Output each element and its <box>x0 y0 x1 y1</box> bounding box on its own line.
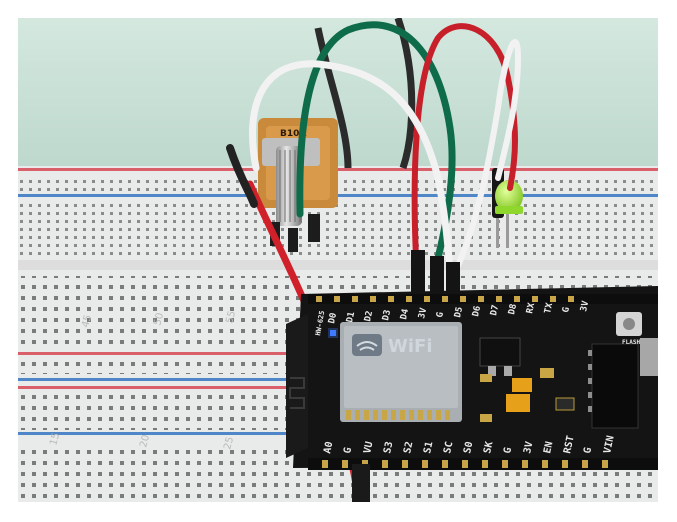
breadboard-number: 55 <box>224 310 238 325</box>
power-led <box>330 330 336 336</box>
led <box>492 168 523 248</box>
pin-label: A0 <box>322 441 335 455</box>
breadboard-number: 25 <box>222 436 236 451</box>
pin-label: SC <box>442 441 455 455</box>
breadboard-number: 45 <box>80 314 94 329</box>
pin-label: S0 <box>462 441 475 455</box>
wifi-logo-icon <box>352 334 382 356</box>
pin-label: D5 <box>453 306 465 319</box>
pin-label: G <box>342 446 354 454</box>
pin-label: S1 <box>422 441 435 455</box>
pin-label: TX <box>543 301 555 314</box>
pin-label: RST <box>562 435 577 455</box>
esp-module: WiFi <box>340 322 462 422</box>
pin-label: G <box>435 311 446 318</box>
pin-label: D8 <box>507 303 519 316</box>
pin-label: D4 <box>399 307 411 320</box>
pin-label: 3V <box>417 306 429 319</box>
pin-label: D1 <box>345 311 357 324</box>
pin-label: EN <box>542 441 555 455</box>
module-logo: WiFi <box>388 336 433 357</box>
usb-port <box>640 338 658 376</box>
flash-label: FLASH <box>622 339 640 346</box>
pin-label: VU <box>362 441 375 455</box>
pin-label: S3 <box>382 441 395 455</box>
pin-label: G <box>582 446 594 454</box>
pin-label: D3 <box>381 309 393 322</box>
pin-label: G <box>502 446 514 454</box>
breadboard-number: 20 <box>138 434 152 449</box>
breadboard-number: 15 <box>48 432 62 447</box>
pin-label: D6 <box>471 305 483 318</box>
potentiometer-label: B10K <box>280 129 307 139</box>
led-icon <box>495 180 523 212</box>
pin-label: VIN <box>602 435 617 455</box>
pin-label: G <box>561 306 572 313</box>
pin-label: D7 <box>489 304 501 317</box>
photo-scene: 45 50 55 15 20 25 B10K <box>18 18 658 502</box>
pin-label: RX <box>525 301 537 314</box>
nodemcu-board: D0 D1 D2 D3 D4 3V G D5 D6 D7 D8 RX TX G … <box>286 286 658 470</box>
pin-label: S2 <box>402 441 415 455</box>
pin-label: D0 <box>327 312 339 325</box>
pin-label: 3V <box>522 441 535 455</box>
breadboard-number: 50 <box>152 312 166 327</box>
pin-label: 3V <box>579 299 591 312</box>
pin-label: D2 <box>363 310 375 323</box>
pin-label: SK <box>482 441 495 455</box>
